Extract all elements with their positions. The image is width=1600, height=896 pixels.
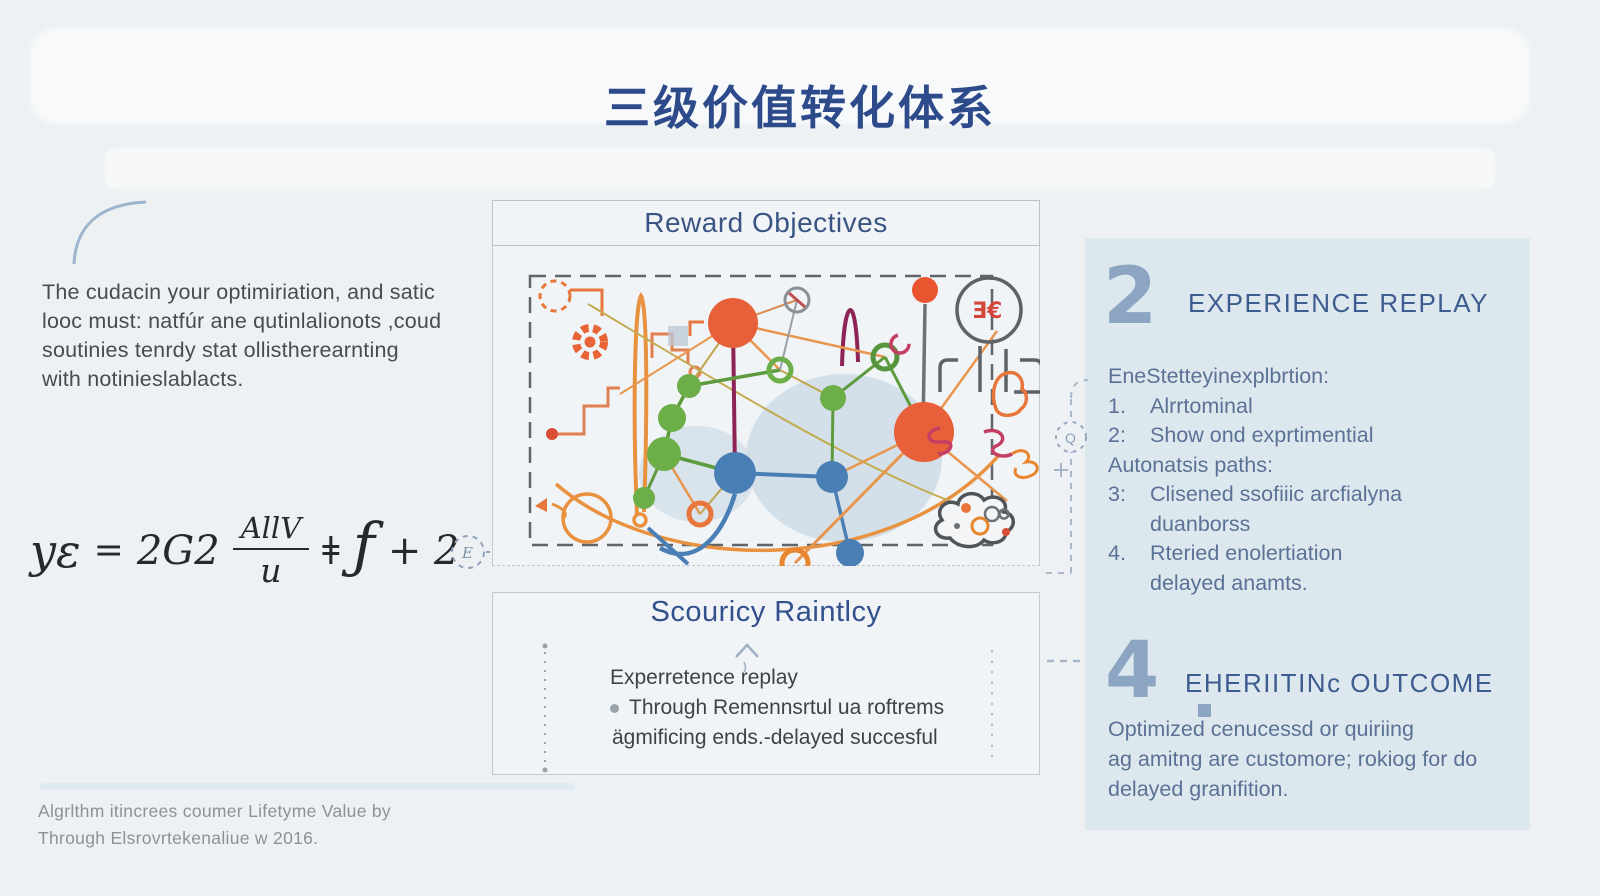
formula-fraction: AllV u (232, 514, 310, 590)
right-connector (1046, 379, 1089, 663)
circuit-dot (546, 428, 558, 440)
security-line: Experretence replay (610, 666, 798, 689)
item-number: 3: (1108, 482, 1126, 506)
item-continuation: delayed anamts. (1150, 570, 1308, 595)
list-subheading: Autonatsis paths: (1108, 452, 1273, 477)
formula-operator: ǂ (322, 528, 340, 573)
no-entry-icon (783, 286, 811, 314)
caption-line: Algrlthm itincrees coumer Lifetyme Value… (38, 801, 391, 821)
caption-divider (40, 783, 575, 790)
outcome-paragraph: Optimized cenucessd or quiriing ag amitn… (1108, 714, 1518, 804)
page-title: 三级价值转化体系 (604, 81, 996, 135)
experience-replay-list: EneStetteyinexplbrtion: 1. Alrrtominal 2… (1108, 362, 1508, 598)
item-text: Clisened ssofiiic arcfialyna (1150, 482, 1403, 506)
outcome-line: ag amitng are customore; rokiog for do (1108, 747, 1478, 771)
caption-line: Through Elsrovrtekenaliue w 2016. (38, 828, 319, 848)
gear-icon (572, 324, 608, 360)
fraction-denominator: u (260, 551, 282, 590)
ghost-text-bar (30, 28, 1530, 124)
intro-paragraph: The cudacin your optimiriation, and sati… (42, 278, 487, 394)
intro-line: The cudacin your optimiriation, and sati… (42, 280, 436, 304)
intro-line: looc must: natfúr ane qutinlalionots ,co… (42, 309, 442, 333)
background-blobs (639, 374, 942, 542)
list-item: 2: Show ond exprtimential (1108, 421, 1508, 451)
list-item: 1. Alrrtominal (1108, 392, 1508, 422)
bullet-dot (610, 703, 619, 713)
square-bullet (1198, 704, 1211, 717)
math-formula: yε = 2G2 AllV u ǂ ƒ + 2 (30, 498, 470, 603)
formula-tail: + 2 (387, 527, 460, 574)
square-marker (668, 326, 688, 346)
formula-equals: = (93, 530, 124, 571)
intro-line: soutinies tenrdy stat ollistherearnting (42, 338, 399, 362)
step-number-2: 2 (1103, 252, 1158, 342)
formula-function: ƒ (352, 510, 375, 581)
list-intro: EneStetteyinexplbrtion: (1108, 364, 1330, 388)
list-item: 4. Rteried enolertiation (1108, 539, 1508, 569)
dashed-frame (528, 274, 994, 547)
item-number: 2: (1108, 423, 1126, 447)
footer-caption: Algrlthm itincrees coumer Lifetyme Value… (38, 798, 558, 852)
item-text: Show ond exprtimential (1150, 423, 1374, 447)
list-item: 3: Clisened ssofiiic arcfialyna (1108, 480, 1508, 510)
arc-decoration (72, 200, 147, 265)
item-number: 1. (1108, 393, 1126, 418)
flag-icon (535, 498, 547, 512)
formula-coefficient: 2G2 (136, 527, 220, 574)
reward-objectives-box: Reward Objectives (492, 200, 1040, 246)
network-nodes (633, 277, 954, 566)
intro-line: with notinieslablacts. (42, 367, 244, 391)
cloud-brain-icon (933, 491, 1015, 549)
outcome-line: delayed granifition. (1108, 777, 1289, 801)
item-number: 4. (1108, 541, 1126, 565)
svg-text:Q: Q (1065, 430, 1076, 446)
item-text: Alrrtominal (1150, 393, 1253, 418)
step-number-4: 4 (1105, 626, 1160, 716)
item-continuation: duanborss (1150, 511, 1251, 536)
lightbulb-icon (991, 370, 1029, 418)
security-line: Through Remennsrtul ua roftrems (610, 696, 944, 720)
security-box (492, 592, 1040, 775)
squiggle-doodles (927, 426, 1039, 480)
security-line-text: Through Remennsrtul ua roftrems (629, 696, 945, 719)
sparkle-icon (1054, 463, 1068, 477)
right-panel (1085, 238, 1530, 830)
q-badge: Q (1055, 421, 1087, 453)
security-line: ägmificing ends.-delayed succesful (612, 726, 938, 749)
experience-replay-heading: EXPERIENCE REPLAY (1188, 288, 1490, 318)
network-diagram: Ǝ€ (528, 274, 1040, 566)
outcome-line: Optimized cenucessd or quiriing (1108, 717, 1414, 741)
formula-lhs: yε (30, 523, 81, 578)
crimson-ring (889, 333, 911, 355)
item-text: Rteried enolertiation (1150, 541, 1343, 565)
fraction-numerator: AllV (232, 514, 310, 550)
security-title: Scouricy Raintlcy (650, 596, 882, 628)
person-icon (938, 276, 1040, 394)
outcome-heading: EHERIITINc OUTCOME (1185, 668, 1494, 698)
ghost-text-bar (104, 148, 1496, 190)
person-eyes-glyph: Ǝ€ (972, 299, 1002, 324)
reward-objectives-title: Reward Objectives (644, 207, 888, 238)
